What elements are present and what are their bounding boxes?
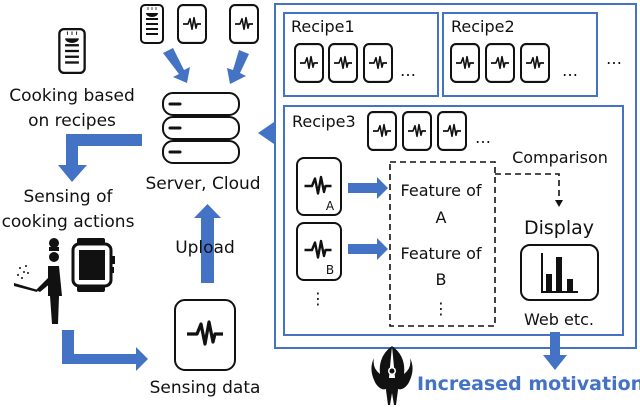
recipe3-more: … bbox=[475, 128, 491, 147]
arrow-b-to-feature bbox=[348, 238, 388, 260]
recipe3-label: Recipe3 bbox=[292, 112, 356, 131]
recipe1-more: … bbox=[400, 61, 416, 80]
arrow-a-to-feature bbox=[348, 177, 388, 199]
more-recipes: … bbox=[606, 49, 622, 68]
recipe2-more: … bbox=[562, 61, 578, 80]
chef-icon bbox=[14, 238, 62, 324]
feature-b-line1: Feature of bbox=[401, 244, 482, 263]
feature-a-line2: A bbox=[436, 208, 447, 227]
feature-box bbox=[389, 161, 496, 327]
motivated-person-icon bbox=[371, 346, 413, 405]
recipe-database-box bbox=[274, 3, 637, 349]
sensor-a-card: A bbox=[296, 157, 342, 216]
feature-a-line1: Feature of bbox=[401, 181, 482, 200]
upload-label: Upload bbox=[175, 238, 235, 258]
sensor-b-label: B bbox=[326, 263, 334, 277]
recipe1-box: Recipe1 … bbox=[283, 12, 439, 97]
sensor-wave-icon bbox=[178, 5, 206, 43]
arrow-to-server bbox=[227, 50, 249, 84]
feature-b-line2: B bbox=[436, 270, 447, 289]
sensing-label-1: Sensing of bbox=[24, 187, 114, 207]
arrow-to-server bbox=[163, 48, 190, 83]
display-label: Display bbox=[524, 217, 594, 239]
sensor-wave-icon bbox=[230, 5, 258, 43]
sensing-data-icon bbox=[174, 299, 236, 371]
arrow-user-to-data bbox=[62, 330, 148, 371]
server-label: Server, Cloud bbox=[145, 174, 260, 194]
motivation-label: Increased motivation bbox=[417, 373, 640, 395]
recipe2-box: Recipe2 … bbox=[442, 12, 598, 97]
sensing-label-2: cooking actions bbox=[2, 212, 135, 232]
comparison-label: Comparison bbox=[512, 148, 608, 167]
sensor-b-card: B bbox=[296, 222, 342, 281]
comparison-arrow bbox=[495, 173, 560, 200]
bar-chart-icon bbox=[520, 244, 599, 301]
upload-arrow bbox=[194, 204, 221, 283]
arrow-database-to-server bbox=[258, 122, 274, 144]
recipe-icon bbox=[58, 27, 86, 74]
arrow-to-motivation bbox=[543, 332, 567, 370]
sensor-more: ⋮ bbox=[310, 289, 326, 308]
recipe2-label: Recipe2 bbox=[451, 17, 515, 36]
recipe3-box: Recipe3 … A B ⋮ Feature of A Feature of … bbox=[283, 105, 624, 336]
sensing-data-label: Sensing data bbox=[150, 378, 261, 398]
smartwatch-icon bbox=[71, 238, 115, 292]
arrow-server-to-user bbox=[58, 134, 142, 182]
recipe-icon bbox=[140, 4, 164, 44]
sensor-a-label: A bbox=[326, 199, 335, 213]
cooking-label-2: on recipes bbox=[28, 111, 116, 131]
feature-more: ⋮ bbox=[433, 299, 449, 318]
server-icon bbox=[162, 92, 240, 164]
web-label: Web etc. bbox=[524, 310, 594, 329]
recipe1-label: Recipe1 bbox=[291, 17, 355, 36]
cooking-label-1: Cooking based bbox=[9, 86, 135, 106]
